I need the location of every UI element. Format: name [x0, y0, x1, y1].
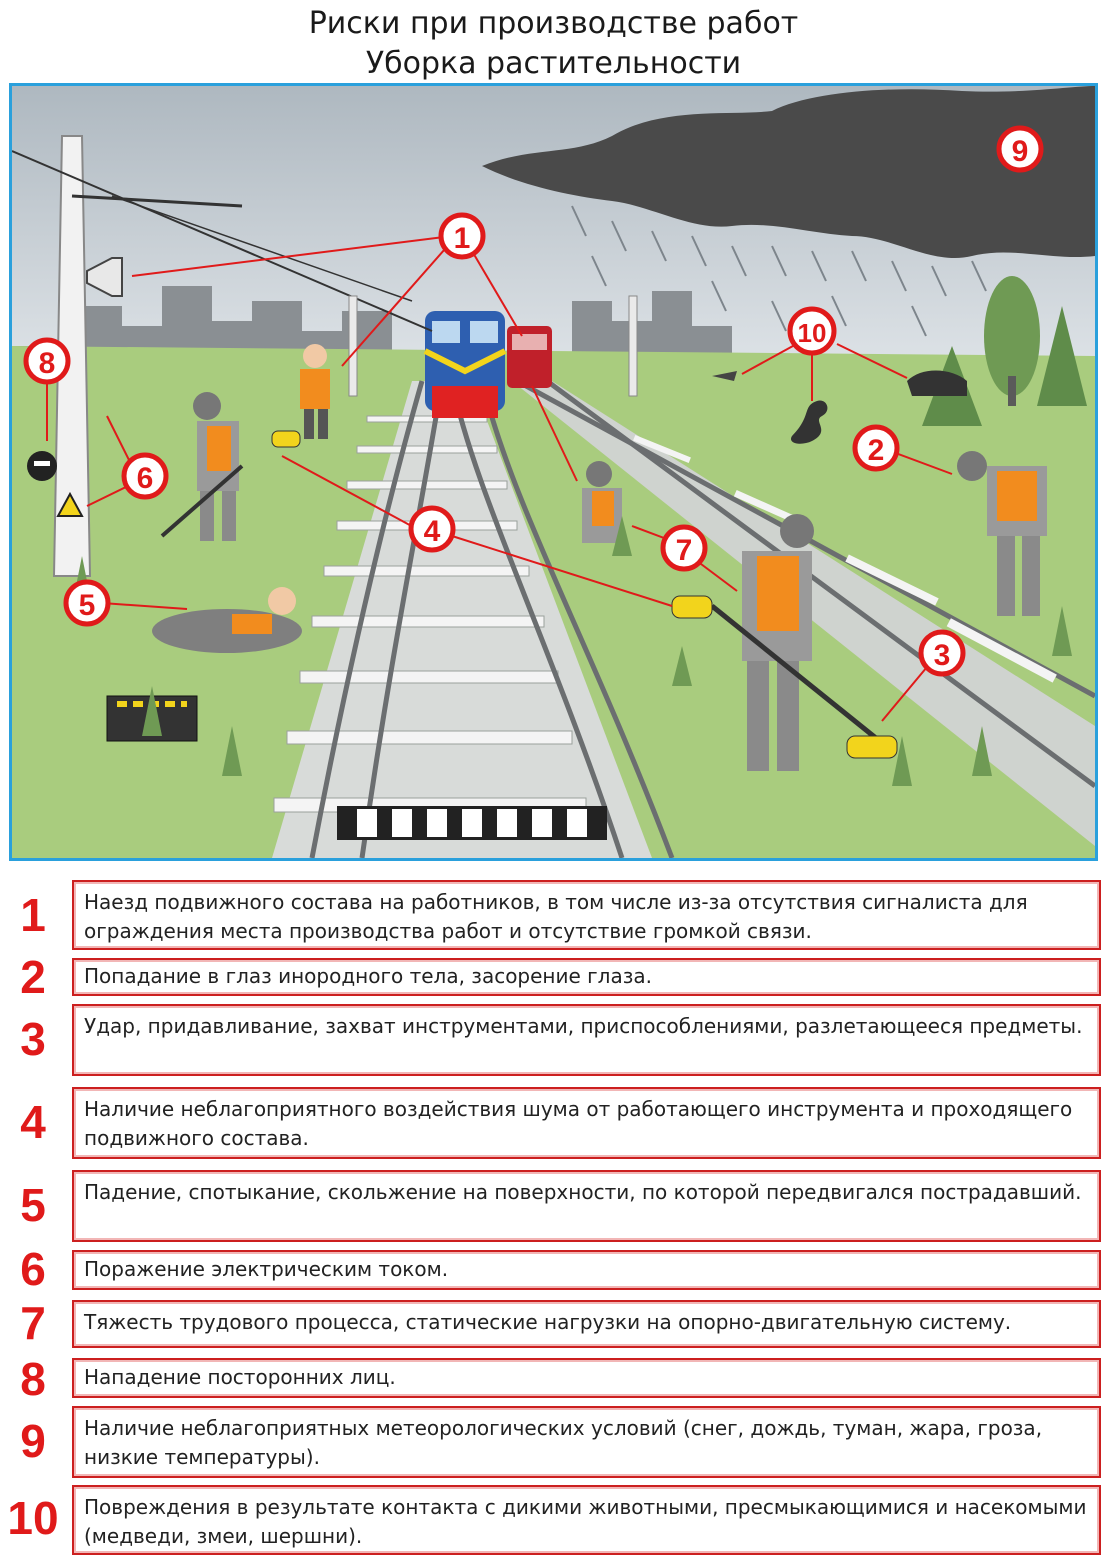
- svg-text:7: 7: [676, 534, 693, 567]
- risk-number: 5: [20, 1179, 46, 1231]
- scene-drawing: 1 2 3 4 5 6 7 8 9 10: [12, 86, 1095, 858]
- risk-number: 2: [20, 951, 46, 1003]
- locomotive-red: [507, 326, 552, 388]
- marker-2: 2: [852, 424, 900, 472]
- city-skyline-left: [12, 286, 392, 356]
- risk-number: 7: [20, 1297, 46, 1349]
- risk-row: 10 Повреждения в результате контакта с д…: [0, 1485, 1107, 1555]
- page-title: Риски при производстве работ: [308, 6, 799, 41]
- marker-1: 1: [438, 212, 486, 260]
- risk-number: 4: [20, 1096, 46, 1148]
- risk-text: Удар, придавливание, захват инструментам…: [72, 1004, 1101, 1076]
- marker-8: 8: [23, 337, 71, 385]
- marker-5: 5: [63, 579, 111, 627]
- risk-text: Нападение посторонних лиц.: [72, 1358, 1101, 1398]
- risk-text: Наезд подвижного состава на работников, …: [72, 880, 1101, 950]
- worker-trimmer-center: [671, 514, 898, 771]
- intruder-figure: [27, 451, 57, 481]
- snake-icon: [791, 400, 828, 444]
- bear-icon: [907, 370, 967, 396]
- svg-text:3: 3: [934, 639, 951, 672]
- marker-7: 7: [660, 524, 708, 572]
- loudspeaker-icon: [86, 257, 123, 297]
- risk-text: Попадание в глаз инородного тела, засоре…: [72, 958, 1101, 996]
- marker-3: 3: [918, 629, 966, 677]
- risk-text: Поражение электрическим током.: [72, 1250, 1101, 1290]
- locomotive-blue: [423, 311, 507, 418]
- high-voltage-sign-icon: [56, 491, 84, 517]
- risk-number: 9: [20, 1415, 46, 1467]
- risk-text: Наличие неблагоприятного воздействия шум…: [72, 1087, 1101, 1159]
- svg-text:10: 10: [798, 318, 827, 348]
- track-sleepers: [273, 415, 587, 813]
- risk-number: 10: [7, 1492, 59, 1544]
- marker-10: 10: [787, 306, 837, 356]
- storm-cloud: [482, 86, 1095, 259]
- risk-markers: 1 2 3 4 5 6 7 8 9 10: [23, 125, 1044, 677]
- risk-row: 9 Наличие неблагоприятных метеорологичес…: [0, 1406, 1107, 1478]
- marker-9: 9: [996, 125, 1044, 173]
- risk-row: 4 Наличие неблагоприятного воздействия ш…: [0, 1087, 1107, 1159]
- page-subtitle: Уборка растительности: [365, 46, 742, 81]
- side-track-sleepers: [633, 434, 1057, 683]
- risk-text: Падение, спотыкание, скольжение на повер…: [72, 1170, 1101, 1242]
- rain-icon: [571, 205, 987, 337]
- svg-text:8: 8: [39, 347, 56, 380]
- svg-text:1: 1: [454, 222, 471, 255]
- svg-text:5: 5: [79, 589, 96, 622]
- city-skyline-right: [572, 291, 732, 356]
- risk-text: Наличие неблагоприятных метеорологически…: [72, 1406, 1101, 1478]
- worker-trimmer-left: [160, 392, 301, 541]
- risk-number: 3: [20, 1013, 46, 1065]
- risk-number: 6: [20, 1243, 46, 1295]
- risk-row: 1 Наезд подвижного состава на работников…: [0, 880, 1107, 950]
- risk-row: 8 Нападение посторонних лиц.: [0, 1356, 1107, 1402]
- risk-row: 2 Попадание в глаз инородного тела, засо…: [0, 954, 1107, 1000]
- risk-row: 5 Падение, спотыкание, скольжение на пов…: [0, 1170, 1107, 1242]
- risk-number: 8: [20, 1353, 46, 1405]
- catenary-pole: [12, 135, 638, 577]
- risk-row: 7 Тяжесть трудового процесса, статически…: [0, 1300, 1107, 1348]
- risk-row: 3 Удар, придавливание, захват инструмент…: [0, 1004, 1107, 1076]
- svg-text:6: 6: [137, 462, 154, 495]
- hornet-icon: [712, 371, 737, 381]
- worker-signalman: [300, 344, 330, 439]
- svg-text:9: 9: [1012, 135, 1029, 168]
- level-crossing: [337, 806, 607, 840]
- worker-kneeling: [582, 461, 622, 543]
- marker-4: 4: [408, 505, 456, 553]
- pointer-arrows: [46, 235, 953, 722]
- svg-text:2: 2: [868, 434, 885, 467]
- risk-number: 1: [20, 889, 46, 941]
- svg-text:4: 4: [424, 515, 441, 548]
- risk-text: Тяжесть трудового процесса, статические …: [72, 1300, 1101, 1348]
- worker-bending: [957, 451, 1047, 616]
- illustration-scene: 1 2 3 4 5 6 7 8 9 10: [9, 83, 1098, 861]
- risk-text: Повреждения в результате контакта с дики…: [72, 1485, 1101, 1555]
- risk-row: 6 Поражение электрическим током.: [0, 1246, 1107, 1292]
- marker-6: 6: [121, 452, 169, 500]
